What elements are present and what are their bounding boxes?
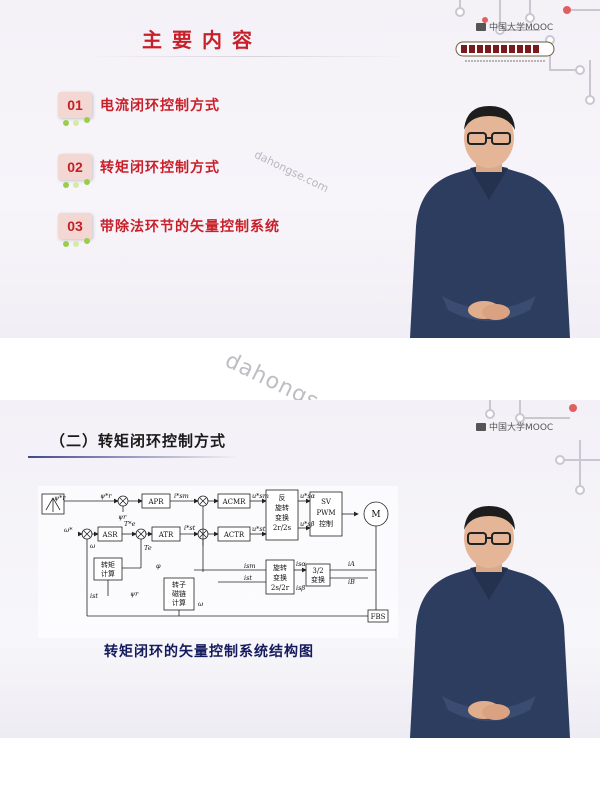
course-seal-icon bbox=[455, 41, 555, 62]
block-flux-calc-line1: 转子 bbox=[172, 580, 186, 589]
signal-omega-flux: ω bbox=[198, 600, 204, 608]
contents-item-2[interactable]: 02 转矩闭环控制方式 bbox=[58, 154, 220, 188]
block-apr: APR bbox=[147, 498, 164, 506]
slide-torque-loop: 中国大学MOOC （二）转矩闭环控制方式 bbox=[0, 400, 600, 738]
block-fbs: FBS bbox=[371, 613, 386, 621]
signal-omega-ref: ω* bbox=[64, 526, 73, 534]
signal-te: Te bbox=[144, 544, 152, 552]
item-number-badge: 02 bbox=[58, 154, 92, 180]
block-atr: ATR bbox=[158, 531, 174, 539]
block-svpwm-line1: SV bbox=[321, 498, 332, 506]
signal-ist-ref: i*st bbox=[184, 524, 196, 532]
mooc-logo-icon bbox=[476, 422, 486, 431]
block-torque-calc-line1: 转矩 bbox=[101, 560, 115, 569]
block-flux-calc-line3: 计算 bbox=[172, 598, 186, 607]
signal-ust-ref: u*st bbox=[252, 525, 266, 533]
signal-te-ref: T*e bbox=[124, 520, 136, 528]
mooc-logo: 中国大学MOOC bbox=[476, 20, 553, 33]
contents-item-3[interactable]: 03 带除法环节的矢量控制系统 bbox=[58, 213, 280, 247]
contents-item-label: 转矩闭环控制方式 bbox=[100, 160, 220, 176]
block-diagram: APR ACMR ASR ATR ACTR 反 旋转 变换 2r/2s SV P… bbox=[38, 486, 398, 638]
signal-omega-feedback: ω bbox=[90, 542, 96, 550]
signal-psi-feedback: ψr bbox=[130, 590, 139, 598]
signal-i-beta: isβ bbox=[296, 584, 305, 592]
circuit-decoration bbox=[455, 0, 600, 105]
block-svpwm-line2: PWM bbox=[316, 509, 335, 517]
signal-ist: ist bbox=[244, 574, 252, 582]
signal-u-alpha: u*sα bbox=[300, 492, 316, 500]
block-rotate-line3: 变换 bbox=[275, 513, 289, 522]
contents-item-1[interactable]: 01 电流闭环控制方式 bbox=[58, 92, 220, 126]
title-underline bbox=[28, 456, 238, 458]
signal-ia: iA bbox=[348, 560, 355, 568]
signal-ism-ref: i*sm bbox=[174, 492, 189, 500]
title-divider bbox=[90, 56, 410, 57]
mooc-logo: 中国大学MOOC bbox=[476, 420, 553, 433]
page-title: 主要内容 bbox=[142, 28, 262, 52]
diagram-caption: 转矩闭环的矢量控制系统结构图 bbox=[104, 644, 314, 660]
signal-ist-feedback: ist bbox=[90, 592, 98, 600]
signal-usm-ref: u*sm bbox=[252, 492, 269, 500]
item-number-badge: 01 bbox=[58, 92, 92, 118]
circuit-decoration bbox=[485, 400, 600, 495]
signal-psi: ψr bbox=[118, 513, 127, 521]
block-inverse-rotate-line3: 2s/2r bbox=[271, 584, 290, 592]
mooc-logo-icon bbox=[476, 22, 486, 31]
watermark: dahongse.com bbox=[252, 148, 331, 196]
block-rotate-line4: 2r/2s bbox=[273, 524, 292, 532]
slide-contents: 中国大学MOOC 主要内容 01 电流闭环控制方式 02 转矩闭环控制方式 03… bbox=[0, 0, 600, 338]
signal-ism: ism bbox=[244, 562, 256, 570]
contents-item-label: 带除法环节的矢量控制系统 bbox=[100, 219, 280, 235]
block-flux-calc-line2: 磁链 bbox=[172, 589, 186, 598]
presenter-video bbox=[410, 106, 570, 338]
decor-dots bbox=[63, 238, 90, 247]
section-title: （二）转矩闭环控制方式 bbox=[50, 432, 227, 450]
block-rotate-line2: 旋转 bbox=[275, 503, 289, 512]
block-svpwm-line3: 控制 bbox=[319, 519, 333, 528]
presenter-video bbox=[410, 506, 570, 738]
signal-psi-ref: ψ*r bbox=[100, 492, 112, 500]
decor-dots bbox=[63, 179, 90, 188]
signal-psi-ref-box: ψ*r bbox=[54, 494, 66, 502]
block-torque-calc-line2: 计算 bbox=[101, 569, 115, 578]
block-conv32-line1: 3/2 bbox=[312, 567, 323, 575]
block-actr: ACTR bbox=[223, 531, 245, 539]
signal-phi: φ bbox=[156, 562, 161, 570]
block-acmr: ACMR bbox=[222, 498, 247, 506]
signal-i-alpha: isα bbox=[296, 560, 306, 568]
decor-dots bbox=[63, 117, 90, 126]
signal-ib: iB bbox=[348, 578, 355, 586]
contents-item-label: 电流闭环控制方式 bbox=[100, 98, 220, 114]
block-conv32-line2: 变换 bbox=[311, 575, 325, 584]
block-inverse-rotate-line2: 变换 bbox=[273, 573, 287, 582]
block-asr: ASR bbox=[101, 531, 118, 539]
signal-u-beta: u*sβ bbox=[300, 520, 315, 528]
block-motor: M bbox=[371, 510, 380, 520]
item-number-badge: 03 bbox=[58, 213, 92, 239]
block-inverse-rotate-line1: 旋转 bbox=[273, 563, 287, 572]
block-rotate-line1: 反 bbox=[279, 493, 286, 502]
